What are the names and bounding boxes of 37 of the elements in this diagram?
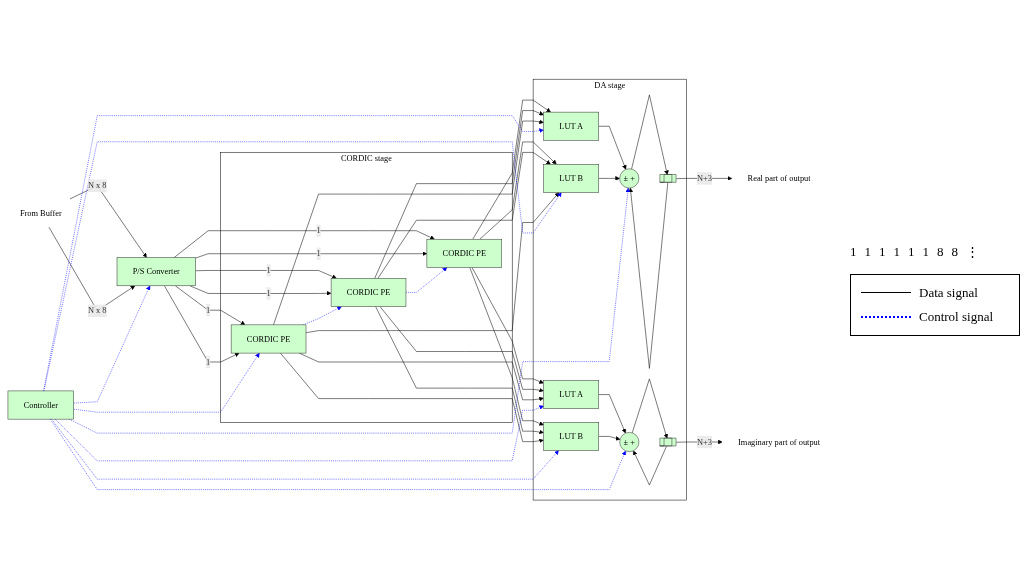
- edge-label: N x 8: [87, 180, 107, 190]
- edge-label: N+3: [696, 173, 712, 183]
- node-box: Controller: [7, 390, 74, 420]
- node-text: From Buffer: [19, 208, 62, 218]
- node-box: CORDIC PE: [230, 324, 307, 354]
- node-circle: ± +: [619, 432, 640, 452]
- signal-width-label: 8: [937, 243, 944, 260]
- node-box: LUT B: [543, 421, 599, 451]
- node-box: P/S Converter: [116, 257, 196, 286]
- node-bar: [659, 437, 677, 447]
- edge-label: 1: [316, 225, 321, 235]
- node-box: CORDIC PE: [330, 277, 407, 307]
- edge-label: 1: [266, 265, 271, 275]
- edge-label: 1: [316, 248, 321, 258]
- node-box: LUT B: [543, 163, 599, 193]
- node-text: Real part of output: [747, 173, 811, 183]
- node-box: LUT A: [543, 111, 599, 141]
- legend-text: Data signal: [919, 284, 978, 301]
- signal-width-label: ⋮: [966, 243, 979, 260]
- legend-text: Control signal: [919, 308, 994, 325]
- edge-label: 1: [206, 357, 211, 367]
- signal-width-label: 1: [850, 243, 857, 260]
- edge-label: 1: [206, 305, 211, 315]
- node-text: Imaginary part of output: [738, 437, 821, 447]
- node-box: LUT A: [543, 380, 599, 409]
- signal-width-label: 1: [922, 243, 929, 260]
- signal-width-label: 1: [893, 243, 900, 260]
- signal-width-label: 8: [951, 243, 958, 260]
- edge-label: 1: [266, 288, 271, 298]
- signal-width-label: 1: [879, 243, 886, 260]
- edge-label: N x 8: [87, 305, 107, 315]
- signal-width-label: 1: [864, 243, 871, 260]
- node-bar: [659, 174, 677, 183]
- edge-label: N+3: [696, 437, 712, 447]
- signal-width-label: 1: [908, 243, 915, 260]
- node-circle: ± +: [619, 168, 640, 189]
- node-box: CORDIC PE: [426, 238, 502, 268]
